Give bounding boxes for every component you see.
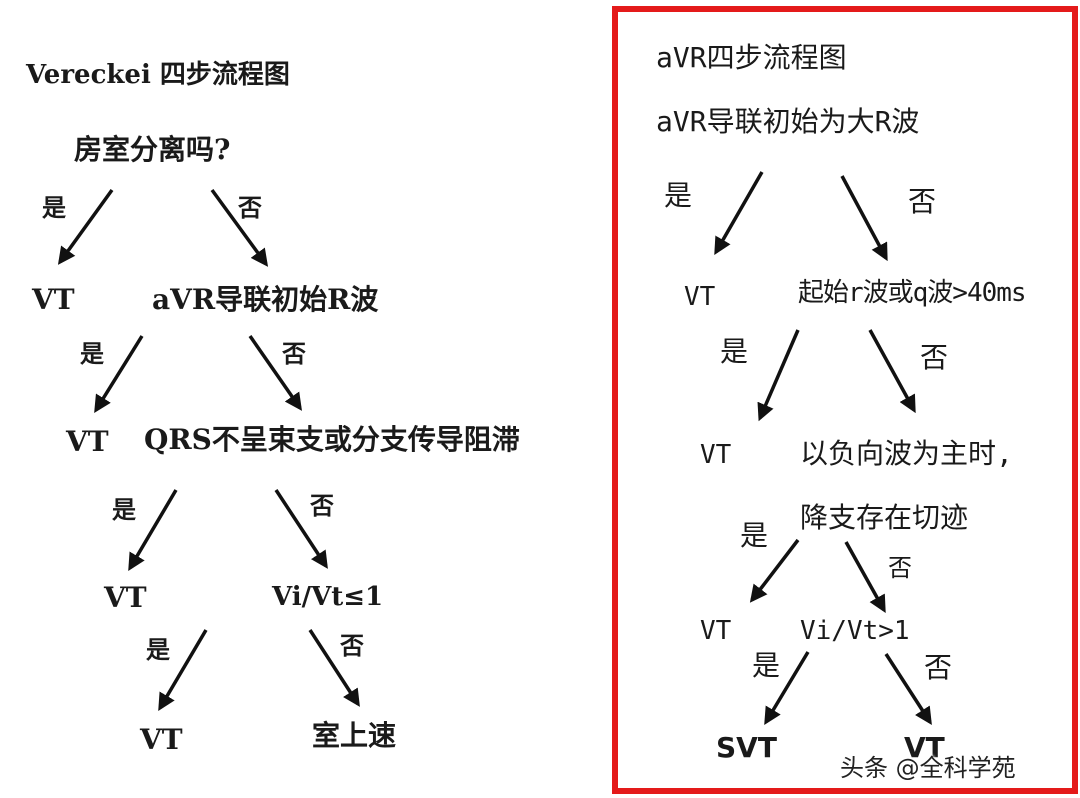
right-r3: VT	[700, 616, 732, 646]
right-q2: 起始r波或q波>40ms	[798, 278, 1027, 308]
right-q1-yes-label: 是	[664, 179, 693, 212]
right-r1: VT	[684, 282, 716, 312]
right-arrow-q3-no	[844, 541, 886, 614]
right-q2-yes-label: 是	[720, 335, 749, 368]
watermark: 头条 @全科学苑	[840, 754, 1016, 782]
left-r1: VT	[32, 283, 75, 316]
right-title: aVR四步流程图	[656, 41, 847, 74]
left-r3: VT	[104, 581, 147, 614]
left-q1-no-label: 否	[238, 193, 262, 222]
right-arrow-q4-no	[884, 653, 932, 725]
left-arrow-q2-no	[248, 335, 302, 411]
left-q3-no-label: 否	[310, 491, 334, 520]
left-q1: 房室分离吗?	[74, 133, 231, 166]
right-arrow-q2-no	[868, 329, 916, 414]
left-q4-no-label: 否	[340, 631, 364, 660]
right-q4-no-label: 否	[924, 651, 953, 684]
left-arrow-q4-yes	[158, 629, 208, 712]
right-q4: Vi/Vt>1	[800, 616, 910, 646]
right-arrow-q2-yes	[757, 329, 800, 422]
left-arrow-q1-yes	[57, 188, 114, 265]
highlight-frame	[612, 6, 1078, 794]
left-q2-yes-label: 是	[80, 339, 104, 368]
left-arrow-q1-no	[210, 188, 269, 267]
right-q3-line1: 以负向波为主时,	[800, 437, 1013, 470]
left-r2: VT	[66, 425, 109, 458]
left-q4-yes-label: 是	[146, 635, 170, 664]
left-q1-yes-label: 是	[42, 193, 66, 222]
left-arrow-q2-yes	[94, 335, 144, 413]
left-q3-yes-label: 是	[112, 495, 136, 524]
right-q3-line2: 降支存在切迹	[800, 501, 969, 534]
right-r4-no: VT	[904, 731, 945, 764]
left-r4-no: 室上速	[312, 719, 397, 752]
left-q4: Vi/Vt≤1	[272, 582, 384, 612]
right-r4-yes: SVT	[716, 731, 777, 764]
left-q2-no-label: 否	[282, 339, 306, 368]
left-r4-yes: VT	[140, 723, 183, 756]
right-q1-no-label: 否	[908, 185, 937, 218]
right-r2: VT	[700, 440, 732, 470]
right-q2-no-label: 否	[920, 341, 949, 374]
left-arrow-q4-no	[308, 629, 360, 707]
left-arrow-q3-no	[274, 489, 328, 569]
right-q3-no-label: 否	[888, 554, 912, 582]
right-q4-yes-label: 是	[752, 649, 781, 682]
left-arrow-q3-yes	[128, 489, 178, 572]
left-title: Vereckei 四步流程图	[26, 60, 290, 90]
right-arrow-q4-yes	[764, 651, 810, 726]
right-arrow-q1-no	[840, 175, 888, 262]
right-arrow-q1-yes	[714, 171, 764, 256]
right-arrow-q3-yes	[749, 538, 800, 603]
left-q2: aVR导联初始R波	[152, 283, 379, 316]
right-q1: aVR导联初始为大R波	[656, 105, 920, 138]
right-q3-yes-label: 是	[740, 519, 769, 552]
left-q3: QRS不呈束支或分支传导阻滞	[144, 423, 520, 456]
